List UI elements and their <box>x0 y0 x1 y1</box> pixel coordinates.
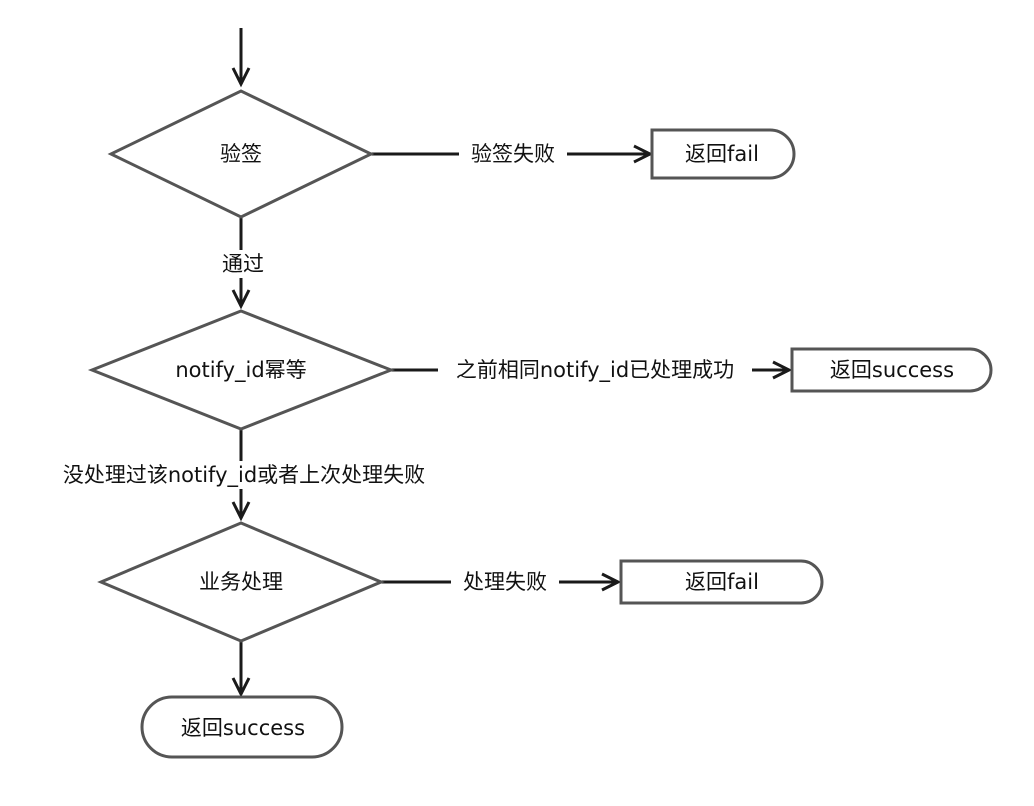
entry-arrow <box>231 28 251 88</box>
edge-label-process-failed: 处理失败 <box>451 568 559 596</box>
decision-business: 业务处理 <box>97 521 385 643</box>
terminal-return-success-1-label: 返回success <box>830 358 954 382</box>
edge-label-not-processed: 没处理过该notify_id或者上次处理失败 <box>40 461 448 489</box>
terminal-return-success-2-label: 返回success <box>181 716 305 740</box>
edge-label-already-processed: 之前相同notify_id已处理成功 <box>438 356 752 384</box>
edge-label-verify-failed: 验签失败 <box>459 140 567 168</box>
terminal-return-success-2: 返回success <box>140 695 344 759</box>
edge-label-passed: 通过 <box>217 250 269 278</box>
terminal-return-fail-1-label: 返回fail <box>685 142 759 166</box>
terminal-return-success-1: 返回success <box>790 347 993 393</box>
svg-text:之前相同notify_id已处理成功: 之前相同notify_id已处理成功 <box>456 358 734 383</box>
decision-verify-label: 验签 <box>220 142 262 166</box>
decision-idempotent-label: notify_id幂等 <box>175 358 306 383</box>
svg-text:处理失败: 处理失败 <box>463 570 547 594</box>
decision-idempotent: notify_id幂等 <box>87 309 396 431</box>
terminal-return-fail-2-label: 返回fail <box>685 570 759 594</box>
decision-verify: 验签 <box>107 89 375 219</box>
terminal-return-fail-1: 返回fail <box>650 128 796 180</box>
svg-text:没处理过该notify_id或者上次处理失败: 没处理过该notify_id或者上次处理失败 <box>63 463 425 488</box>
svg-text:验签失败: 验签失败 <box>471 142 555 166</box>
svg-text:通过: 通过 <box>222 252 264 276</box>
decision-business-label: 业务处理 <box>199 570 283 594</box>
edge-business-to-success <box>231 642 251 698</box>
terminal-return-fail-2: 返回fail <box>619 559 824 605</box>
